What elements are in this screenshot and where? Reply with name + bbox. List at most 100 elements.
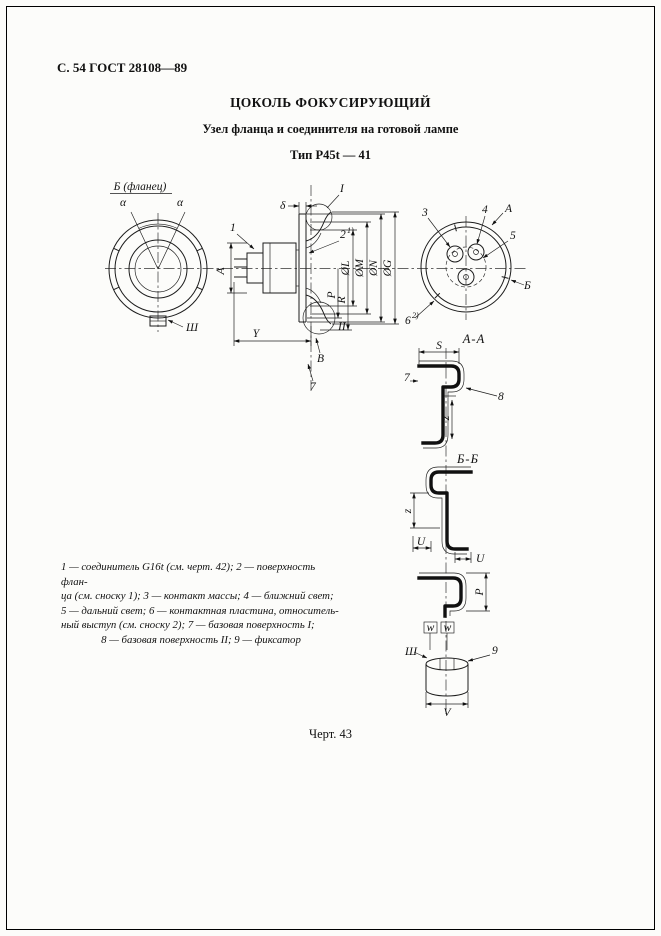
dim-w2-label: w [444, 622, 452, 634]
dimension-v: V [425, 692, 469, 719]
sh-bottom-callout: Ш [404, 646, 428, 659]
section-a-a: А-А S 7 8 z [404, 332, 504, 449]
alpha-label-right: α [177, 197, 184, 209]
flange-front-view: Б (фланец) α α [108, 181, 208, 334]
flange-rim-ticks [113, 247, 203, 291]
view-b-label: Б [523, 280, 531, 292]
detail-circle-I: I [305, 183, 345, 231]
detail-circle-II: II В 7 [302, 301, 347, 393]
detail-ii-label: II [337, 321, 347, 333]
dim-z1-label: z [440, 415, 452, 421]
dim-r-label: R [336, 296, 348, 304]
view-arrow-B: Б [510, 279, 531, 292]
dim-u1-label: U [417, 536, 426, 548]
callout-contact-plate-6: 6 2) [405, 300, 435, 327]
flange-width-label: Ш [185, 322, 199, 334]
dimension-p2: Р [466, 572, 490, 612]
page-header: С. 54 ГОСТ 28108—89 [57, 60, 188, 75]
dimension-u1: U [412, 536, 432, 552]
dim-v-label: V [443, 707, 452, 719]
callout-8-label: 8 [498, 391, 504, 403]
callout-5-label: 5 [510, 230, 516, 242]
dia-n-label: ØN [368, 259, 380, 277]
dim-y-label: Y [253, 328, 261, 340]
flange-outer-circle [108, 219, 208, 319]
callout-flange-surface-2: 2 1) [308, 226, 354, 254]
w-datum-frames: w w [423, 621, 455, 650]
dim-a-label: А [215, 267, 227, 276]
connector-face-view: 3 4 5 А Б 6 2) [405, 203, 531, 327]
alpha-angle-construction: α α [120, 197, 186, 270]
sh-bottom-label: Ш [404, 646, 418, 658]
callout-1-label: 1 [230, 222, 236, 234]
contact-pins [446, 243, 485, 286]
dimension-S: S [418, 340, 460, 364]
dimension-z1: z [440, 395, 456, 440]
lower-profile [417, 576, 463, 618]
callout-4-label: 4 [482, 204, 488, 216]
callout-7-label: 7 [404, 372, 411, 384]
view-arrow-A: А [491, 203, 513, 226]
callout-datum-7: 7 [404, 372, 419, 384]
delta-dimension: δ [280, 200, 317, 214]
legend-line-5: 8 — базовая поверхность II; 9 — фиксатор [101, 633, 301, 646]
lower-detail-section: Р w w Ш 9 [404, 572, 498, 719]
callout-datum-8: 8 [465, 387, 504, 403]
dim-u2-label: U [476, 553, 485, 565]
connector-outer-circle [420, 221, 512, 313]
connector-body [234, 242, 297, 294]
legend-line-2: ца (см. сноску 1); 3 — контакт массы; 4 … [61, 590, 334, 603]
figure-caption: Черт. 43 [308, 727, 353, 741]
section-aa-profile [417, 364, 461, 445]
dimension-z2: z [402, 492, 440, 529]
callout-3-label: 3 [421, 207, 428, 219]
section-b-b: Б-Б z U U [402, 452, 485, 565]
type-designation: Тип P45t — 41 [289, 148, 372, 162]
surface-v-label: В [317, 353, 324, 365]
dimension-P-mid: Р [307, 268, 342, 319]
fixator-cylinder [425, 657, 469, 697]
dimension-A: А [215, 242, 247, 294]
dimension-u2: U [454, 552, 485, 565]
legend-line-3: 5 — дальний свет; 6 — контактная пластин… [61, 604, 339, 617]
callout-9-label: 9 [492, 645, 498, 657]
callout-high-beam-5: 5 [482, 230, 516, 259]
flange-view-label: Б (фланец) [113, 181, 167, 193]
page-subtitle: Узел фланца и соединителя на готовой лам… [202, 122, 459, 136]
dim-w1-label: w [427, 622, 435, 634]
view-a-label: А [504, 203, 513, 215]
dia-l-label: ØL [340, 261, 352, 277]
callout-2-label: 2 [340, 229, 346, 241]
dim-s-label: S [436, 340, 442, 352]
dimension-R-mid: R [320, 268, 352, 331]
footnote-sup-1: 1) [347, 226, 354, 235]
dim-p2-label: Р [474, 588, 486, 596]
section-bb-profile [429, 470, 473, 551]
delta-dim-label: δ [280, 200, 286, 212]
flange-bottom-notch: Ш [149, 315, 199, 334]
page-title: ЦОКОЛЬ ФОКУСИРУЮЩИЙ [230, 95, 431, 110]
dim-p-label: Р [326, 291, 338, 299]
dimension-Y: Y [233, 282, 312, 346]
alpha-label-left: α [120, 197, 127, 209]
dia-m-label: ØM [354, 258, 366, 278]
legend-line-4: ный выступ (см. сноску 2); 7 — базовая п… [61, 619, 315, 632]
callout-fixator-9: 9 [467, 645, 498, 662]
callout-7-mid-label: 7 [310, 381, 317, 393]
figure-legend: 1 — соединитель G16t (см. черт. 42); 2 —… [61, 560, 341, 648]
callout-low-beam-4: 4 [476, 204, 488, 245]
callout-ground-3: 3 [421, 207, 451, 248]
page-border-frame [6, 6, 655, 930]
dia-g-label: ØG [382, 259, 394, 277]
footnote-sup-2: 2) [412, 311, 419, 320]
detail-i-label: I [339, 183, 345, 195]
section-bb-title: Б-Б [456, 452, 479, 466]
connector-key-slots [434, 224, 509, 299]
section-aa-title: А-А [462, 332, 485, 346]
callout-6-label: 6 [405, 315, 411, 327]
flange-section-view: 1 I [215, 183, 399, 393]
callout-connector-1: 1 [230, 222, 255, 250]
diameter-dimensions: ØL ØM ØN ØG [307, 211, 399, 325]
